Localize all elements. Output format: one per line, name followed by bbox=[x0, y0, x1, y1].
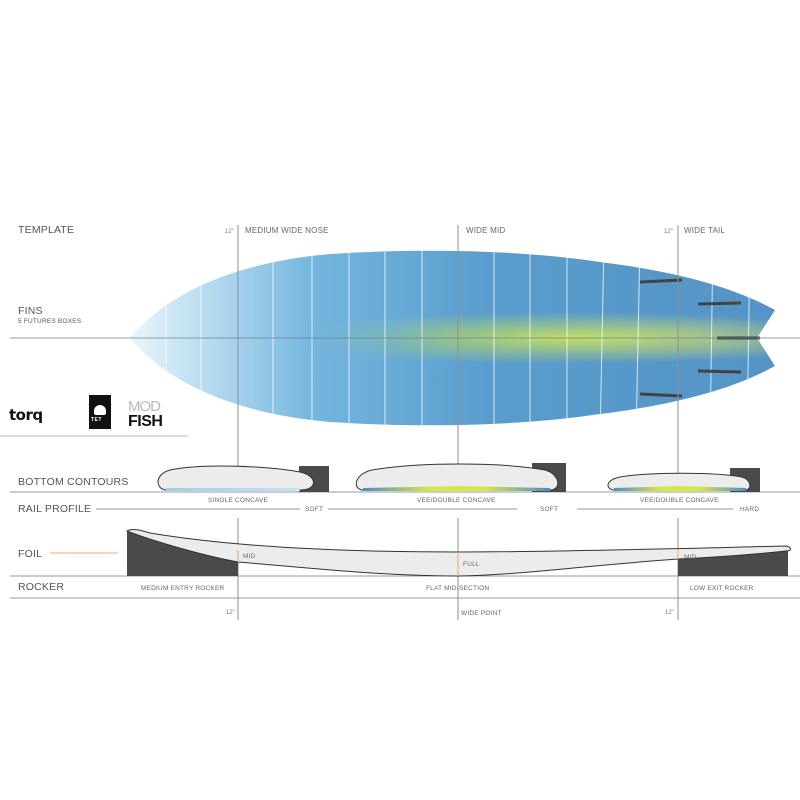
mod-logo-text: MOD bbox=[128, 398, 161, 415]
template-mid-label: WIDE MID bbox=[466, 226, 506, 235]
tail-12in-mark: 12" bbox=[664, 229, 673, 235]
foil-nose-label: MID bbox=[243, 553, 256, 560]
bottom-contour-3 bbox=[607, 468, 760, 492]
foil-center-label: FULL bbox=[463, 561, 480, 568]
section-label-bottom-contours: BOTTOM CONTOURS bbox=[18, 476, 129, 488]
section-label-rail-profile: RAIL PROFILE bbox=[18, 503, 92, 515]
bottom-contour-2 bbox=[355, 463, 566, 492]
bottom-contour-1 bbox=[157, 465, 329, 492]
rocker-mid-label: FLAT MID-SECTION bbox=[426, 585, 490, 592]
template-nose-label: MEDIUM WIDE NOSE bbox=[245, 226, 329, 235]
rail-label-1: SOFT bbox=[305, 506, 324, 513]
fins-subtitle: 5 FUTURES BOXES bbox=[18, 318, 82, 325]
template-tail-label: WIDE TAIL bbox=[684, 226, 726, 235]
tet-text: TET bbox=[91, 417, 102, 423]
section-label-rocker: ROCKER bbox=[18, 581, 65, 593]
section-label-foil: FOIL bbox=[18, 548, 43, 560]
foil-tail-label: MID bbox=[684, 554, 697, 561]
rocker-exit-label: LOW EXIT ROCKER bbox=[690, 585, 754, 592]
wide-point-label: WIDE POINT bbox=[461, 610, 502, 617]
rocker-profile bbox=[50, 529, 791, 577]
tet-logo: TET bbox=[89, 395, 111, 429]
torq-logo: torq bbox=[9, 406, 43, 424]
contour-label-3: VEE/DOUBLE CONCAVE bbox=[640, 497, 719, 504]
tet-emblem-icon bbox=[94, 405, 106, 415]
bottom-left-12in-mark: 12" bbox=[226, 610, 235, 616]
fish-logo-text: FISH bbox=[128, 413, 163, 430]
contour-label-2: VEE/DOUBLE CONCAVE bbox=[417, 497, 496, 504]
contour-label-1: SINGLE CONCAVE bbox=[208, 497, 269, 504]
section-label-fins: FINS bbox=[18, 305, 43, 317]
bottom-right-12in-mark: 12" bbox=[665, 610, 674, 616]
rocker-entry-label: MEDIUM ENTRY ROCKER bbox=[141, 585, 225, 592]
nose-12in-mark: 12" bbox=[225, 229, 234, 235]
section-label-template: TEMPLATE bbox=[18, 224, 75, 236]
rail-label-2: SOFT bbox=[540, 506, 559, 513]
rail-label-3: HARD bbox=[740, 506, 760, 513]
